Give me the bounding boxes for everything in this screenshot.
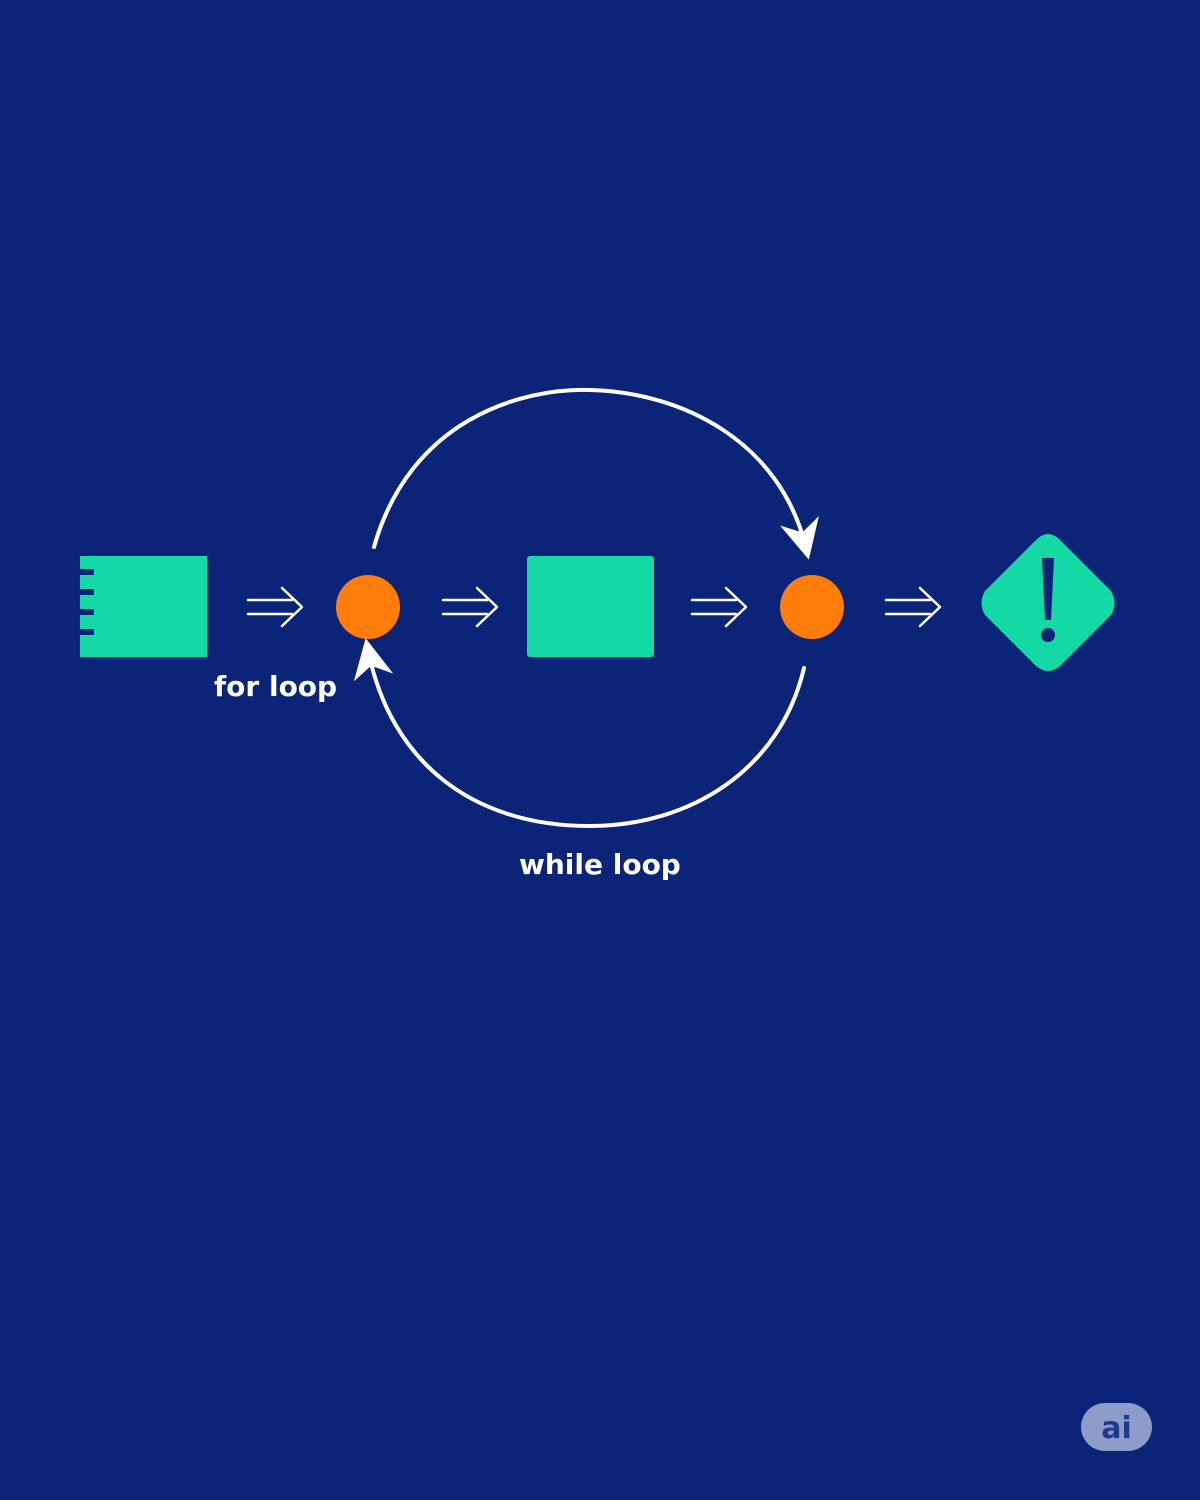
notch — [80, 629, 94, 635]
double-arrow-right-icon — [441, 586, 499, 628]
exclamation-dot — [1041, 628, 1055, 642]
ai-badge: ai — [1081, 1403, 1152, 1451]
loop-start-node — [336, 575, 400, 639]
forward-loop-arrow — [372, 387, 819, 560]
for-loop-label: for loop — [214, 670, 337, 703]
input-list-node — [80, 556, 207, 657]
loop-body-node — [527, 556, 654, 657]
while-loop-label: while loop — [519, 848, 681, 881]
input-list-shape — [80, 556, 207, 657]
notch — [80, 569, 94, 575]
return-loop-arrow — [353, 638, 806, 829]
loop-end-node — [780, 575, 844, 639]
warning-diamond-icon — [981, 534, 1115, 671]
exclamation-bar — [1042, 558, 1054, 620]
notch — [80, 589, 94, 595]
notch — [80, 609, 94, 615]
double-arrow-right-icon — [884, 586, 942, 628]
double-arrow-right-icon — [246, 586, 304, 628]
double-arrow-right-icon — [690, 586, 748, 628]
ai-badge-background — [1081, 1403, 1152, 1451]
ai-badge-text: ai — [1101, 1411, 1132, 1446]
